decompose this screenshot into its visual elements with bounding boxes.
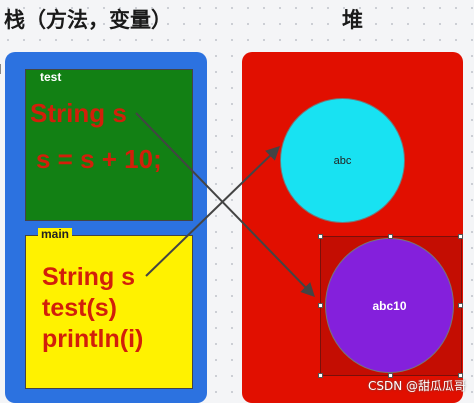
heap-heading: 堆 <box>342 8 363 32</box>
canvas-edge-marker <box>0 64 4 74</box>
test-code-line: s = s + 10; <box>36 144 162 174</box>
main-code-line: String s <box>42 263 136 291</box>
heap-object-abc[interactable]: abc <box>280 98 405 223</box>
arrow-main-s-to-abc <box>145 146 281 277</box>
test-code-line: String s <box>30 98 127 128</box>
heap-object-abc-label: abc <box>333 154 352 167</box>
main-stack-frame[interactable]: main String s test(s) println(i) <box>25 228 193 389</box>
resize-handle[interactable] <box>388 373 393 378</box>
heap-object-abc10[interactable]: abc10 <box>325 238 454 373</box>
main-code-line: test(s) <box>42 294 118 322</box>
heap-panel[interactable]: abc abc10 <box>242 52 463 403</box>
stack-panel[interactable]: test String s s = s + 10; main String s … <box>5 52 207 403</box>
resize-handle[interactable] <box>318 373 323 378</box>
csdn-watermark: CSDN @甜瓜瓜哥 <box>367 379 466 393</box>
resize-handle[interactable] <box>458 303 463 308</box>
resize-handle[interactable] <box>458 234 463 239</box>
stack-heading: 栈（方法，变量） <box>4 8 172 32</box>
heap-object-abc10-label: abc10 <box>372 298 407 313</box>
resize-handle[interactable] <box>388 234 393 239</box>
test-frame-label: test <box>40 70 62 84</box>
main-code-line: println(i) <box>42 325 144 353</box>
resize-handle[interactable] <box>458 373 463 378</box>
arrow-test-s-to-abc10 <box>135 112 315 298</box>
resize-handle[interactable] <box>318 303 323 308</box>
main-frame-label: main <box>38 228 73 241</box>
resize-handle[interactable] <box>318 234 323 239</box>
test-stack-frame[interactable]: test String s s = s + 10; <box>25 69 193 221</box>
